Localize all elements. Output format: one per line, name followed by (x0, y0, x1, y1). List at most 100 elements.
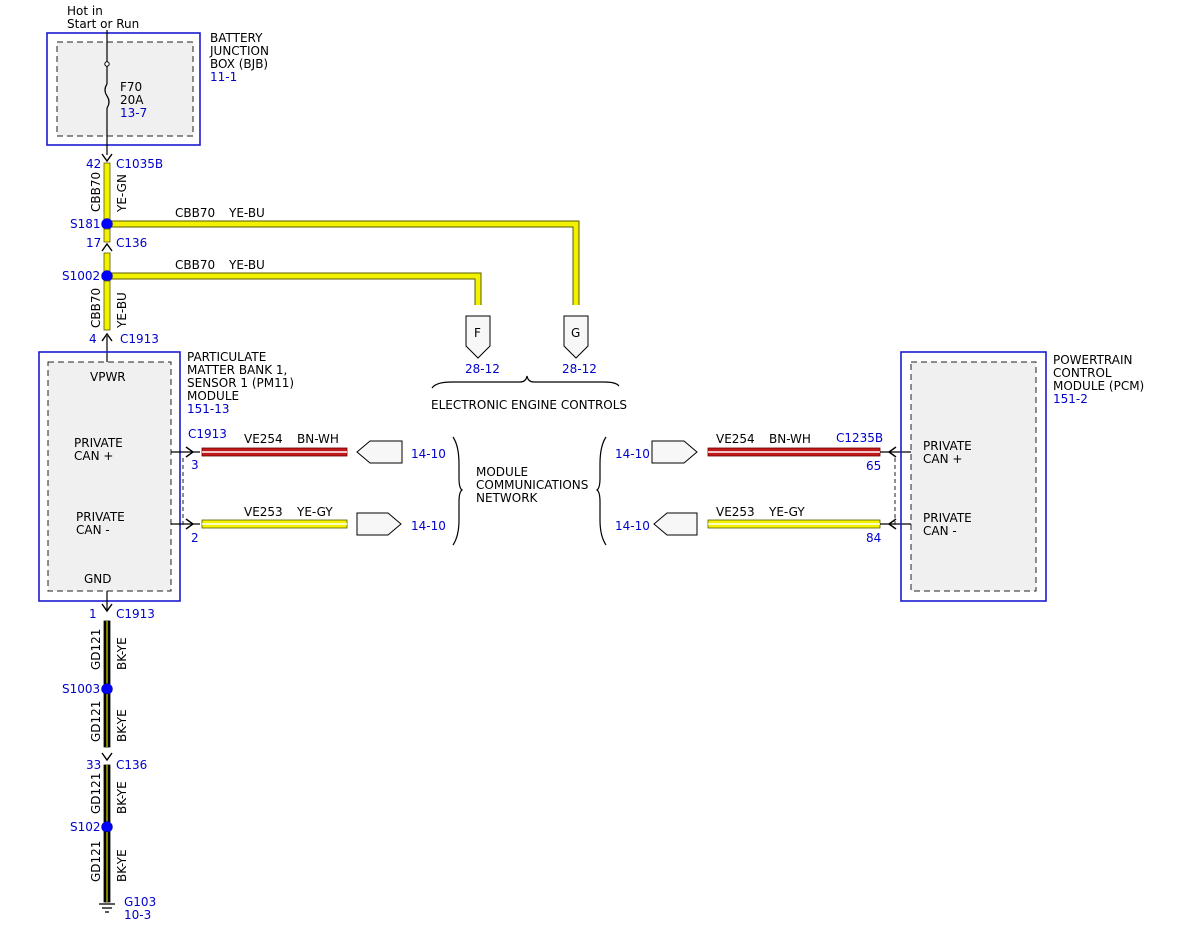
pm11-gnd-label: GND (84, 572, 112, 586)
plug-f-ref[interactable]: 28-12 (465, 362, 500, 376)
mcn-ref-right-top[interactable]: 14-10 (615, 447, 650, 461)
eec-brace-icon (431, 375, 620, 389)
c136-bottom-pin: 33 (86, 758, 101, 772)
mcn-ref-right-bottom[interactable]: 14-10 (615, 519, 650, 533)
pm11-can-minus-line2: CAN - (76, 523, 110, 537)
pm11-box[interactable] (38, 351, 181, 602)
ground-ref[interactable]: 10-3 (124, 908, 151, 922)
pcm-box[interactable] (900, 351, 1047, 602)
pm11-pin-minus: 2 (191, 531, 199, 545)
wire-s1002-branch-fill (107, 273, 481, 305)
wire-cbb70-ye-gn[interactable] (103, 162, 111, 223)
pcm-can-plus-line1: PRIVATE (923, 439, 972, 453)
pm11-can-plus-line1: PRIVATE (74, 436, 123, 450)
pm11-name-line4: MODULE (187, 389, 239, 403)
c136-bottom-connector-icon (101, 752, 113, 762)
wire-gd121-4-color: BK-YE (115, 849, 129, 882)
pm11-c1913-minus-connector-icon (185, 518, 195, 530)
pcm-pin-plus: 65 (866, 459, 881, 473)
pm11-name-line1: PARTICULATE (187, 350, 266, 364)
mcn-left-top-plug[interactable] (356, 440, 403, 464)
pcm-name-line3: MODULE (PCM) (1053, 379, 1144, 393)
mcn-right-brace-icon (595, 436, 607, 546)
pcm-can-minus-line2: CAN - (923, 524, 957, 538)
hot-in-label: Hot in (67, 4, 103, 18)
plug-f[interactable] (465, 315, 491, 359)
wire-s181-branch-circuit: CBB70 (175, 206, 215, 220)
mcn-left-bottom-plug[interactable] (356, 512, 402, 536)
wire-segment-c136-s1002 (103, 252, 111, 273)
plug-g[interactable] (563, 315, 589, 359)
pcm-name-line1: POWERTRAIN (1053, 353, 1133, 367)
pcm-ref[interactable]: 151-2 (1053, 392, 1088, 406)
bjb-ref[interactable]: 11-1 (210, 70, 237, 84)
wire-gd121-2-color: BK-YE (115, 709, 129, 742)
mcn-ref-left-top[interactable]: 14-10 (411, 447, 446, 461)
mcn-right-top-plug[interactable] (651, 440, 698, 464)
c136-bottom-name[interactable]: C136 (116, 758, 147, 772)
wire-ve253-right-color: YE-GY (768, 505, 805, 519)
fuse-icon[interactable] (104, 83, 110, 109)
c1913-bottom-pin: 1 (89, 607, 97, 621)
wire-ve253-left-color: YE-GY (296, 505, 333, 519)
mcn-ref-left-bottom[interactable]: 14-10 (411, 519, 446, 533)
pcm-can-minus-line1: PRIVATE (923, 511, 972, 525)
bjb-name-line1: BATTERY (210, 31, 263, 45)
wire-s1002-branch[interactable] (107, 272, 482, 305)
fuse-rating: 20A (120, 93, 144, 107)
fuse-terminal-icon (104, 61, 110, 67)
start-or-run-label: Start or Run (67, 17, 139, 31)
wire-cbb70-ye-gn-circuit: CBB70 (89, 172, 103, 212)
eec-label: ELECTRONIC ENGINE CONTROLS (431, 398, 627, 412)
wire-gd121-1-color: BK-YE (115, 637, 129, 670)
c1035b-name[interactable]: C1035B (116, 157, 163, 171)
wire-ve254-left-color: BN-WH (297, 432, 339, 446)
c1035b-pin: 42 (86, 157, 101, 171)
plug-g-ref[interactable]: 28-12 (562, 362, 597, 376)
mcn-label-line1: MODULE (476, 465, 528, 479)
wire-cbb70-ye-bu-vertical[interactable] (103, 280, 111, 331)
pm11-c1913-plus-connector-icon (185, 446, 195, 458)
c1035b-connector-icon (101, 153, 113, 163)
wire-ve254-right-color: BN-WH (769, 432, 811, 446)
c1913-top-name[interactable]: C1913 (120, 332, 159, 346)
splice-s1003-label: S1003 (62, 682, 100, 696)
wire-cbb70-ye-bu-vertical-color: YE-BU (115, 292, 129, 329)
ground-icon (99, 903, 115, 913)
splice-s102-label: S102 (70, 820, 101, 834)
pm11-name-line3: SENSOR 1 (PM11) (187, 376, 294, 390)
mcn-right-bottom-plug[interactable] (653, 512, 698, 536)
splice-s1002[interactable] (101, 270, 113, 282)
pm11-ref[interactable]: 151-13 (187, 402, 230, 416)
wire-s1002-branch-circuit: CBB70 (175, 258, 215, 272)
pcm-can-plus-line2: CAN + (923, 452, 962, 466)
pcm-inner-box (910, 361, 1037, 592)
wire-s181-branch-color: YE-BU (228, 206, 265, 220)
pm11-vpwr-label: VPWR (90, 370, 126, 384)
wire-gd121-2-circuit: GD121 (89, 701, 103, 742)
splice-s181-label: S181 (70, 217, 101, 231)
splice-s1003[interactable] (101, 683, 113, 695)
bjb-name-line3: BOX (BJB) (210, 57, 268, 71)
c1913-top-connector-icon (101, 332, 113, 342)
ground-name[interactable]: G103 (124, 895, 156, 909)
splice-s1002-label: S1002 (62, 269, 100, 283)
pm11-name-line2: MATTER BANK 1, (187, 363, 287, 377)
pcm-name-line2: CONTROL (1053, 366, 1112, 380)
bjb-box[interactable] (46, 32, 201, 146)
wire-ve253-right-circuit: VE253 (716, 505, 755, 519)
c136-top-connector-icon (101, 242, 113, 252)
fuse-name: F70 (120, 80, 142, 94)
splice-s181[interactable] (101, 218, 113, 230)
pcm-connector-name[interactable]: C1235B (836, 431, 883, 445)
wire-gd121-3-color: BK-YE (115, 781, 129, 814)
splice-s102[interactable] (101, 821, 113, 833)
pm11-connector-name[interactable]: C1913 (188, 427, 227, 441)
wire-ve254-left-circuit: VE254 (244, 432, 283, 446)
pcm-pin-minus: 84 (866, 531, 881, 545)
fuse-ref[interactable]: 13-7 (120, 106, 147, 120)
pm11-inner-box (47, 361, 172, 592)
c1913-bottom-name[interactable]: C1913 (116, 607, 155, 621)
c136-top-name[interactable]: C136 (116, 236, 147, 250)
